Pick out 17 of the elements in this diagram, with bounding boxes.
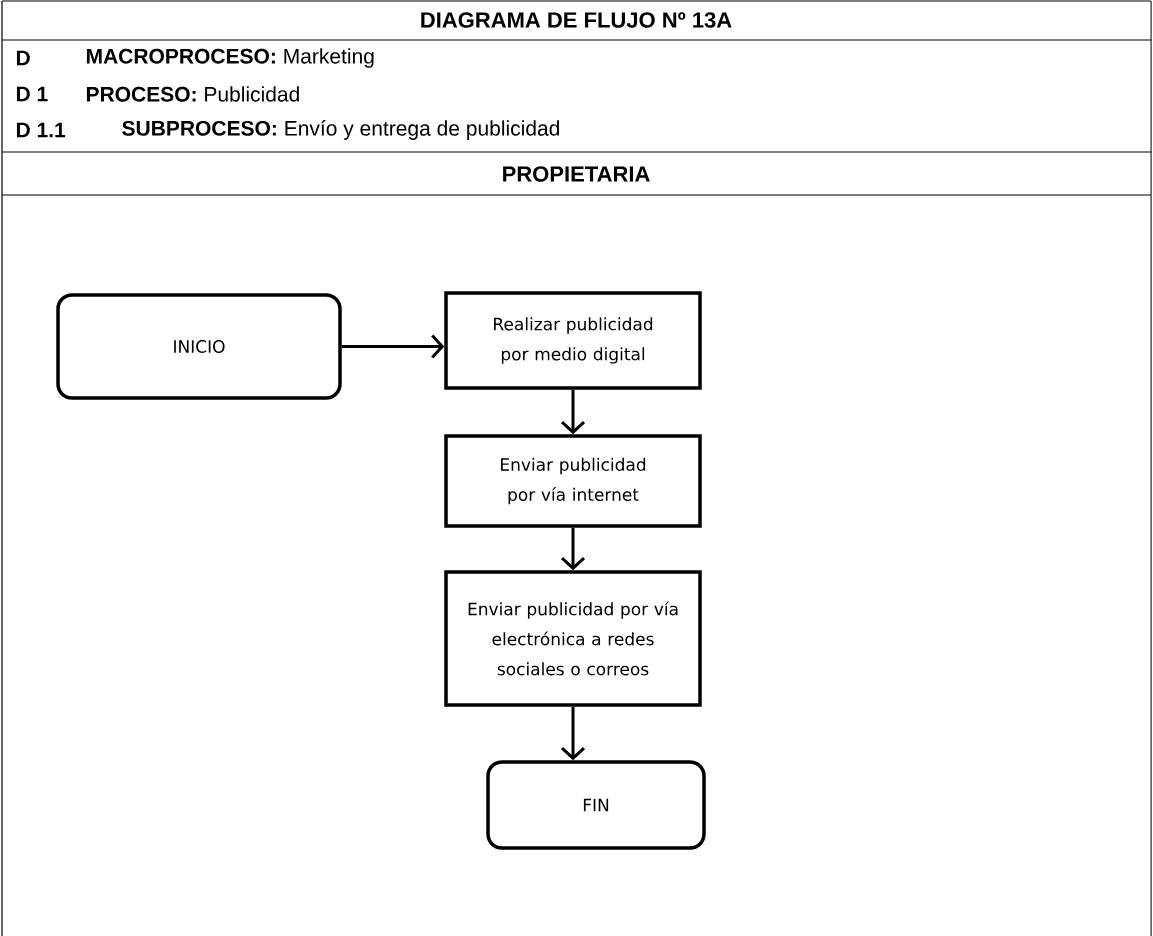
process-code: D 1.1: [16, 122, 66, 138]
terminal-box: INICIO: [56, 293, 342, 400]
process-box: Realizar publicidad por medio digital: [444, 291, 702, 390]
process-heading: PROCESO: Publicidad: [86, 86, 299, 102]
process-box: Enviar publicidad por vía internet: [444, 434, 702, 528]
process-code: D 1: [16, 86, 48, 102]
process-box: Enviar publicidad por vía electrónica a redes sociales o correos: [444, 570, 702, 707]
process-code: D: [16, 50, 30, 66]
arrow: [561, 527, 585, 571]
arrow: [341, 334, 445, 359]
process-heading: SUBPROCESO: Envío y entrega de publicidad: [122, 120, 559, 140]
section-heading: PROPIETARIA: [503, 166, 650, 182]
arrow: [561, 706, 585, 761]
process-heading: MACROPROCESO: Marketing: [86, 48, 374, 68]
arrow: [561, 389, 585, 435]
table-title: DIAGRAMA DE FLUJO Nº 13A: [421, 12, 732, 28]
terminal-box: FIN: [486, 760, 706, 850]
